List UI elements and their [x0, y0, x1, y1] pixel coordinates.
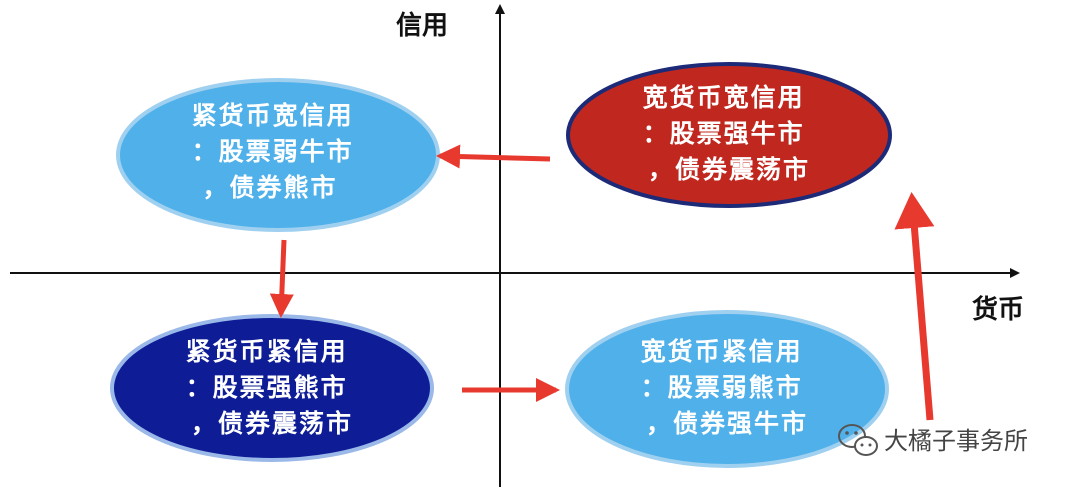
tr-line-2: ：股票强牛市 [643, 119, 805, 148]
bl-line-1: 紧货币紧信用 [186, 337, 348, 366]
ellipse-loose-money-loose-credit [566, 62, 892, 208]
quadrant-bottom-right: 宽货币紧信用 ：股票弱熊市 ，债券强牛市 [565, 310, 889, 468]
svg-text:紧货币宽信用 ：股票弱牛市 ，债券熊: 紧货币宽信用 ：股票弱牛市 ，债券熊市 [192, 101, 365, 202]
watermark-text: 大橘子事务所 [884, 427, 1028, 455]
tl-line-1: 紧货币宽信用 [192, 101, 354, 130]
wechat-icon [838, 424, 878, 456]
quadrant-top-right: 宽货币宽信用 ：股票强牛市 ，债券震荡市 [566, 62, 892, 208]
y-axis-label: 信用 [396, 11, 448, 41]
br-line-2: ：股票弱熊市 [641, 373, 803, 402]
svg-text:宽货币紧信用 ：股票弱熊市 ，债券强: 宽货币紧信用 ：股票弱熊市 ，债券强牛市 [641, 337, 814, 438]
watermark: 大橘子事务所 [838, 424, 1028, 456]
tl-line-2: ：股票弱牛市 [192, 137, 354, 166]
tl-line-3: ，债券熊市 [202, 173, 337, 202]
svg-text:紧货币紧信用 ：股票强熊市 ，债券震: 紧货币紧信用 ：股票强熊市 ，债券震荡市 [186, 337, 359, 438]
tr-line-3: ，债券震荡市 [648, 155, 810, 184]
quadrant-top-left: 紧货币宽信用 ：股票弱牛市 ，债券熊市 [116, 78, 440, 232]
bl-line-3: ，债券震荡市 [191, 409, 353, 438]
bl-line-2: ：股票强熊市 [186, 373, 348, 402]
arrow-top-right-to-top-left [436, 144, 551, 169]
svg-text:宽货币宽信用 ：股票强牛市 ，债券震: 宽货币宽信用 ：股票强牛市 ，债券震荡市 [643, 83, 816, 184]
x-axis-label: 货币 [972, 294, 1024, 325]
ellipse-loose-money-tight-credit [565, 310, 889, 468]
arrow-bottom-right-to-top-right [894, 192, 935, 421]
quadrant-bottom-left: 紧货币紧信用 ：股票强熊市 ，债券震荡市 [110, 314, 434, 462]
br-line-1: 宽货币紧信用 [641, 337, 803, 366]
br-line-3: ，债券强牛市 [646, 409, 808, 438]
arrow-top-left-to-bottom-left [269, 239, 294, 318]
tr-line-1: 宽货币宽信用 [643, 83, 805, 112]
